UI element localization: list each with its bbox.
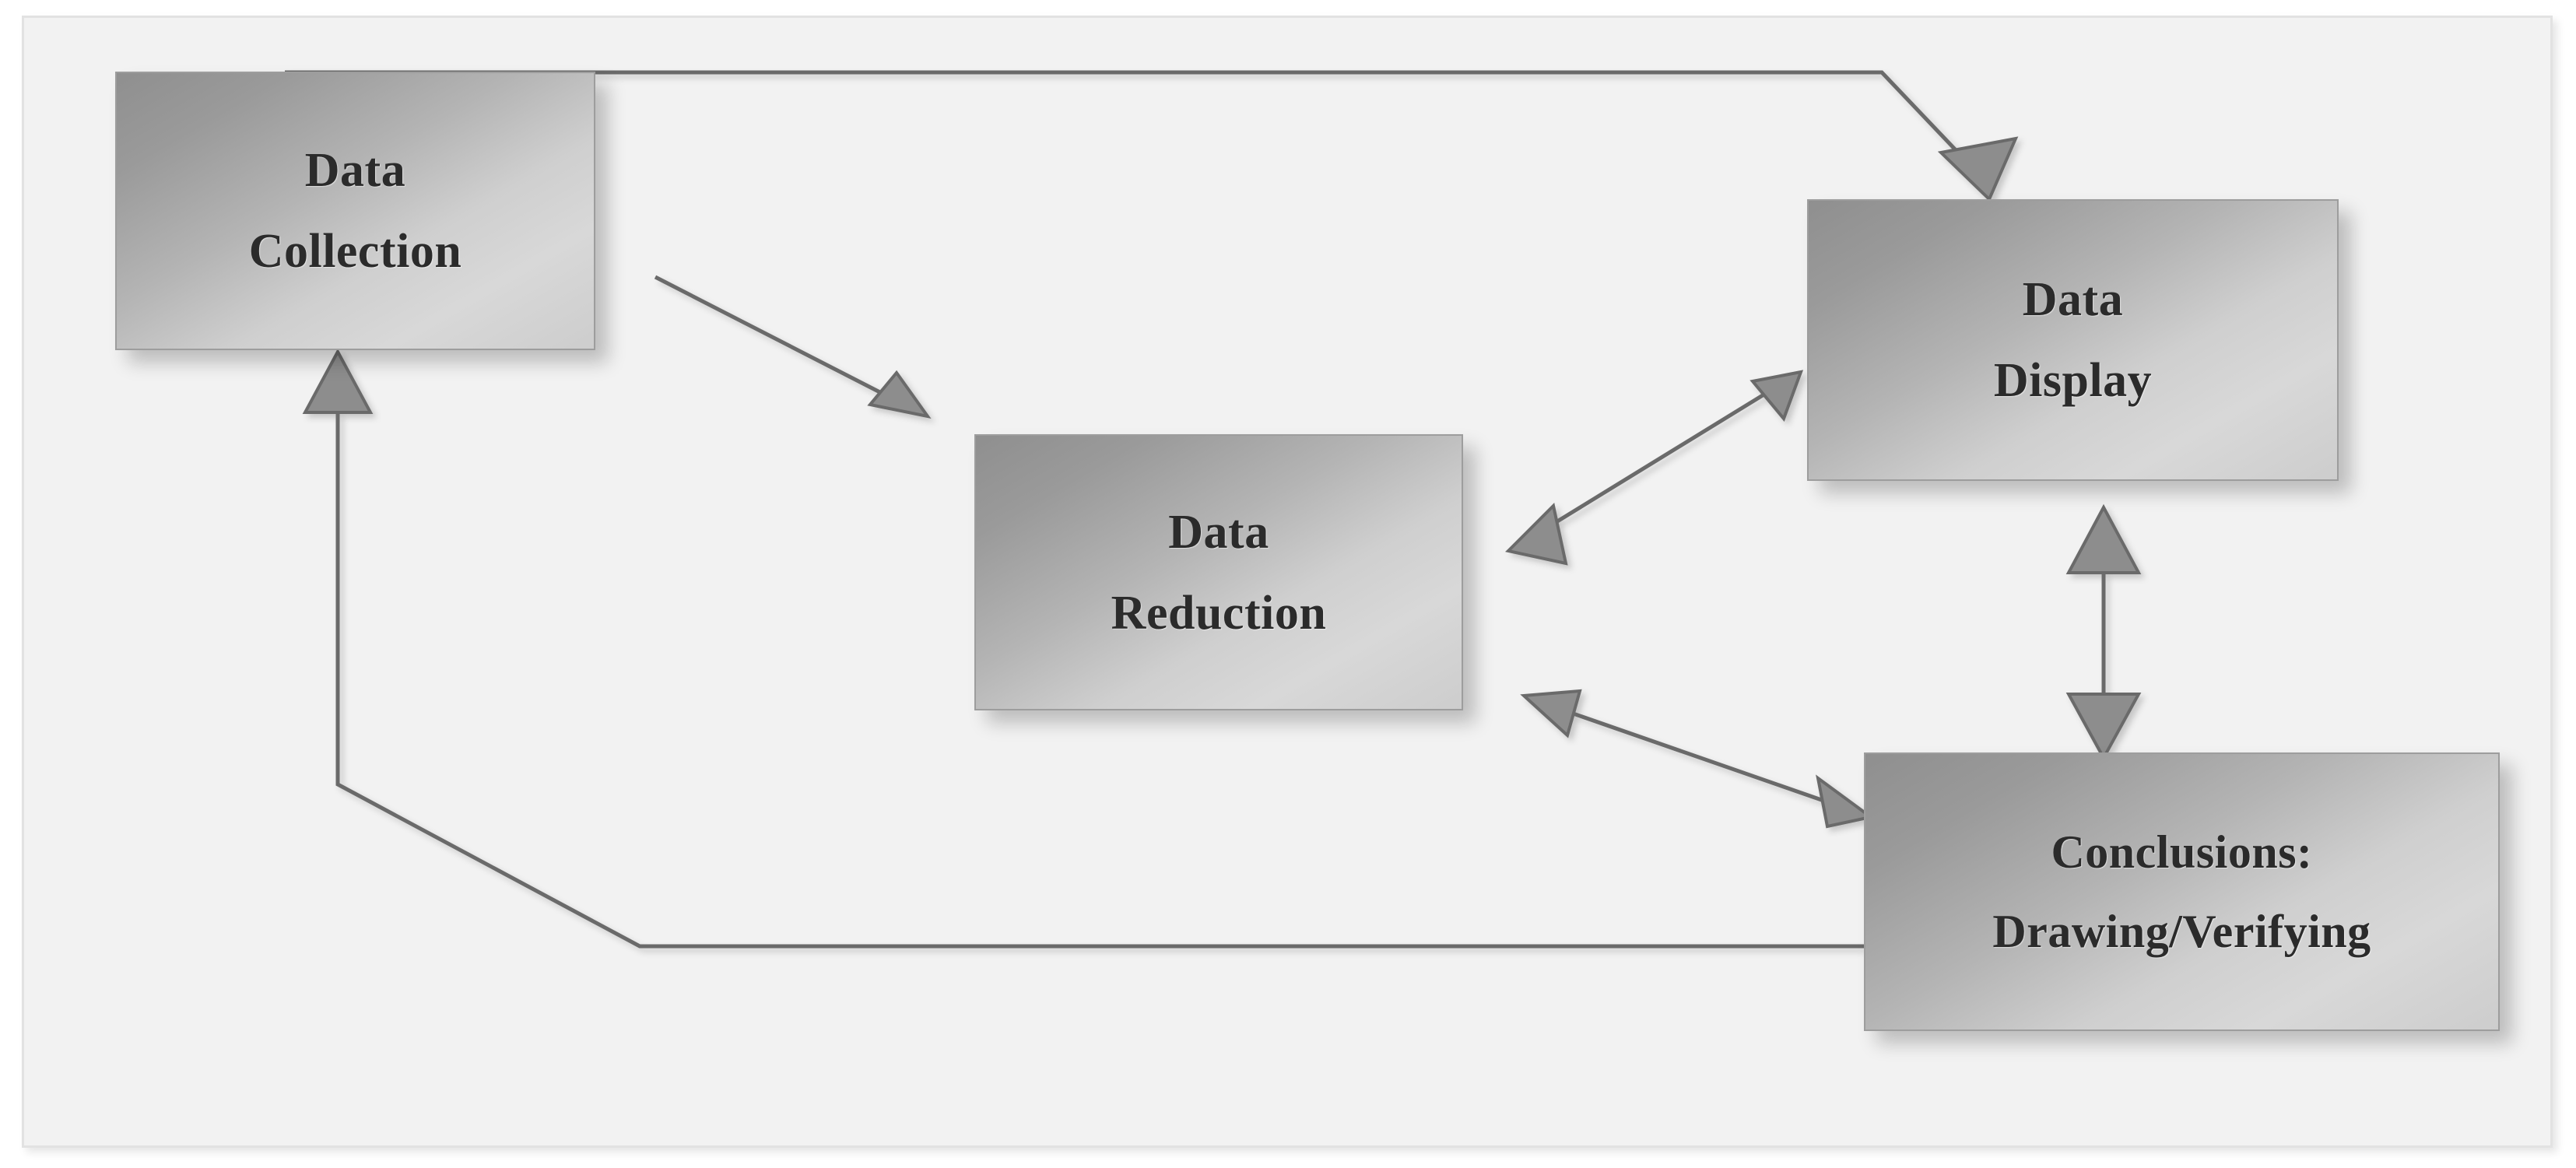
node-conclusions-line2: Drawing/Verifying: [1992, 906, 2371, 957]
node-data-display[interactable]: Data Display: [1807, 199, 2339, 481]
node-data-reduction-line2: Reduction: [1111, 586, 1327, 640]
node-data-display-line2: Display: [1993, 354, 2153, 407]
node-data-collection-line1: Data: [304, 144, 406, 197]
node-data-reduction[interactable]: Data Reduction: [974, 434, 1463, 710]
node-data-reduction-line1: Data: [1168, 505, 1269, 559]
node-data-display-line1: Data: [2022, 273, 2124, 326]
node-conclusions-line1: Conclusions:: [2051, 826, 2313, 878]
node-data-collection[interactable]: Data Collection: [115, 72, 595, 350]
node-conclusions[interactable]: Conclusions: Drawing/Verifying: [1864, 752, 2500, 1031]
node-data-collection-line2: Collection: [248, 225, 462, 278]
